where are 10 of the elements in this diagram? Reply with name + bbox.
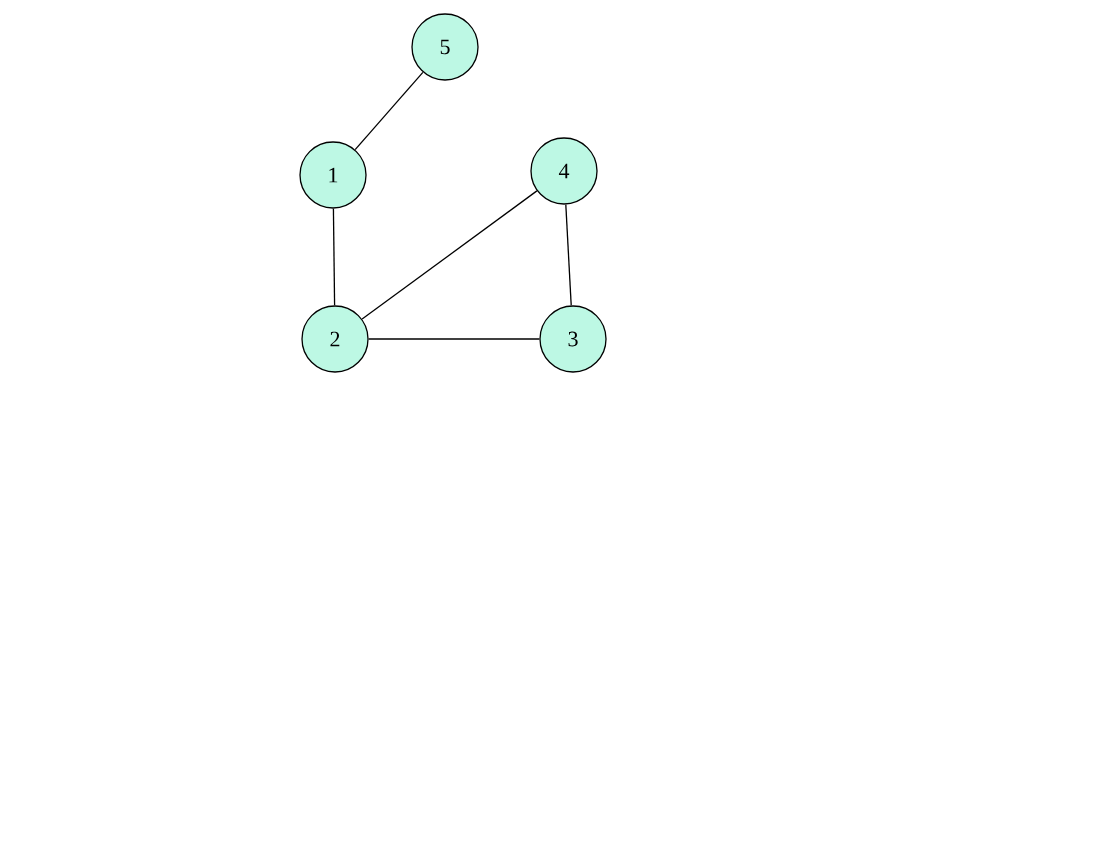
graph-node: 4: [530, 137, 598, 205]
graph-node: 2: [301, 305, 369, 373]
graph-node: 1: [299, 141, 367, 209]
edge-line: [565, 203, 572, 307]
edge-line: [361, 190, 538, 320]
edge-line: [332, 208, 336, 306]
graph-node: 5: [411, 13, 479, 81]
graph-node: 3: [539, 305, 607, 373]
edge-line: [354, 71, 424, 151]
edge-line: [368, 338, 540, 340]
